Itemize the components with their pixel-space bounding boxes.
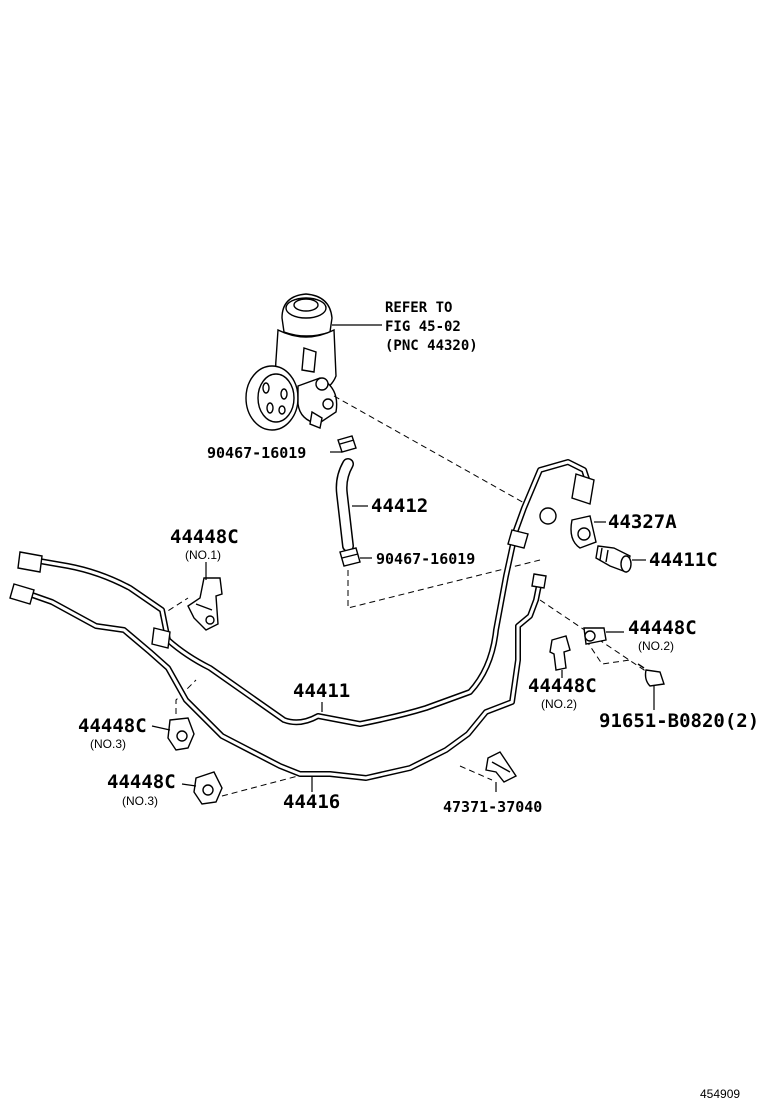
label-hose-44412: 44412 — [371, 495, 428, 517]
clamp-no2-mid[interactable] — [549, 635, 571, 671]
return-tube-44416[interactable] — [9, 573, 547, 781]
label-clamp-no2-mid: 44448C — [528, 675, 597, 697]
clamp-no1[interactable] — [187, 577, 223, 631]
pressure-pipe-44411[interactable] — [17, 459, 595, 727]
label-clip-47371: 47371-37040 — [443, 798, 542, 816]
label-clamp-no3-lower: 44448C — [107, 771, 176, 793]
clamp-no3-upper[interactable] — [167, 717, 195, 751]
clamp-no2-right[interactable] — [583, 627, 607, 645]
label-clamp-no1-sub: (NO.1) — [185, 548, 221, 562]
union-bolt-44411c[interactable] — [595, 545, 632, 573]
gasket-upper[interactable] — [337, 435, 357, 453]
label-clamp-no3-lower-sub: (NO.3) — [122, 794, 158, 808]
label-clamp-no2-right-sub: (NO.2) — [638, 639, 674, 653]
label-clamp-44327a: 44327A — [608, 511, 677, 533]
label-clamp-no2-right: 44448C — [628, 617, 697, 639]
label-bolt-44411c: 44411C — [649, 549, 718, 571]
label-gasket-lower: 90467-16019 — [376, 550, 475, 568]
gasket-lower[interactable] — [339, 547, 361, 567]
refer-line2: FIG 45-02 — [385, 319, 461, 335]
label-gasket-upper: 90467-16019 — [207, 444, 306, 462]
hose-44412[interactable] — [335, 458, 354, 552]
label-pipe-44411: 44411 — [293, 680, 350, 702]
diagram-id: 454909 — [700, 1087, 740, 1101]
clip-47371[interactable] — [485, 751, 518, 783]
clamp-44327a[interactable] — [539, 507, 597, 549]
refer-line1: REFER TO — [385, 300, 452, 316]
label-clamp-no2-mid-sub: (NO.2) — [541, 697, 577, 711]
clamp-no3-lower[interactable] — [193, 771, 223, 805]
label-clamp-no3-upper-sub: (NO.3) — [90, 737, 126, 751]
bolt-91651[interactable] — [637, 663, 665, 687]
refer-line3: (PNC 44320) — [385, 338, 478, 354]
label-bolt-91651: 91651-B0820(2) — [599, 710, 759, 732]
label-clamp-no1: 44448C — [170, 526, 239, 548]
power-steering-pump[interactable] — [245, 293, 338, 431]
label-clamp-no3-upper: 44448C — [78, 715, 147, 737]
label-tube-44416: 44416 — [283, 791, 340, 813]
